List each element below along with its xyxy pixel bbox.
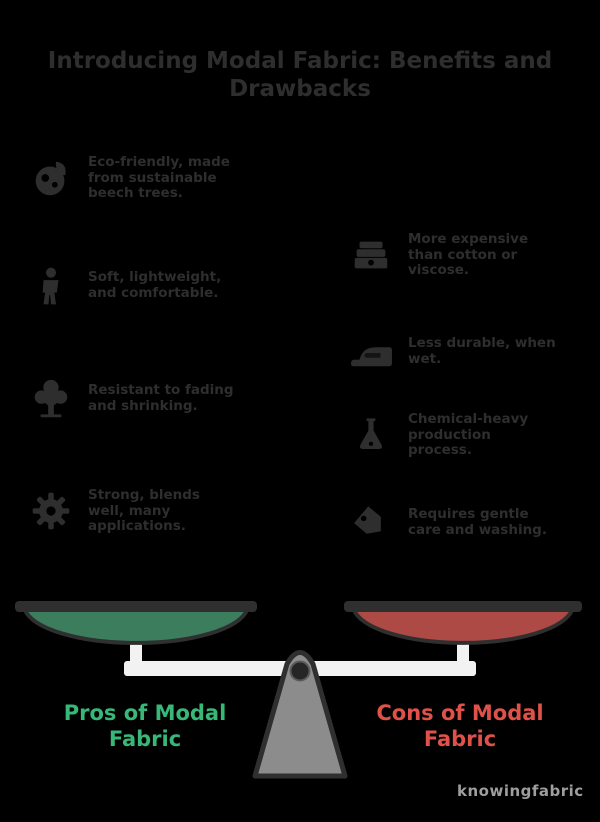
pros-item-text: Eco-friendly, made from sustainable beec… (88, 154, 230, 202)
pros-pan-rim (15, 601, 257, 612)
scale-fulcrum (252, 650, 348, 779)
pros-item-text: Resistant to fading and shrinking. (88, 382, 234, 414)
person-icon (28, 263, 74, 309)
tag-icon (348, 500, 394, 546)
pros-item-3: Resistant to fading and shrinking. (28, 376, 238, 422)
cons-item-text: Less durable, when wet. (408, 335, 556, 367)
pros-item-text: Soft, lightweight, and comfortable. (88, 269, 222, 301)
cons-pan-stem (457, 644, 469, 676)
gear-icon (28, 489, 74, 533)
money-icon (348, 232, 394, 278)
cons-item-text: More expensive than cotton or viscose. (408, 231, 529, 279)
cons-pan-rim (344, 601, 582, 612)
cons-item-3: Chemical-heavy production process. (348, 411, 558, 459)
cons-item-text: Chemical-heavy production process. (408, 411, 529, 459)
tree-icon (28, 376, 74, 422)
cons-label: Cons of Modal Fabric (376, 701, 544, 752)
scale-pivot (289, 660, 311, 682)
cons-item-4: Requires gentle care and washing. (348, 500, 558, 546)
pros-item-1: Eco-friendly, made from sustainable beec… (28, 154, 238, 202)
globe-leaf-icon (28, 155, 74, 201)
iron-icon (348, 332, 394, 372)
cons-item-2: Less durable, when wet. (348, 332, 558, 372)
flask-icon (348, 412, 394, 458)
pros-pan-stem (130, 644, 142, 676)
pros-label: Pros of Modal Fabric (63, 701, 227, 752)
cons-item-text: Requires gentle care and washing. (408, 506, 547, 538)
pros-item-2: Soft, lightweight, and comfortable. (28, 263, 238, 309)
pros-item-text: Strong, blends well, many applications. (88, 487, 200, 535)
cons-item-1: More expensive than cotton or viscose. (348, 231, 558, 279)
scale-beam (124, 661, 476, 676)
cons-pan (351, 608, 575, 645)
pros-pan (22, 608, 250, 645)
page-title: Introducing Modal Fabric: Benefits and D… (47, 48, 553, 102)
watermark-logo: knowingfabric (457, 782, 584, 800)
pros-item-4: Strong, blends well, many applications. (28, 487, 238, 535)
